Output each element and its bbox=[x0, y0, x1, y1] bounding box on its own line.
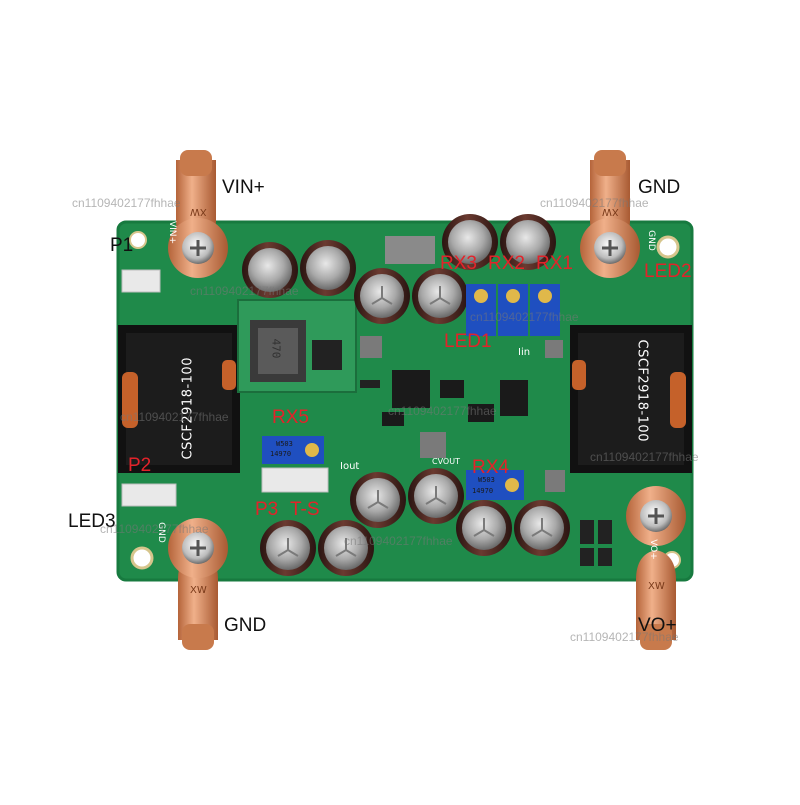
copper-lug-gnd-bottom bbox=[168, 518, 228, 650]
copper-lug-vin bbox=[168, 150, 228, 278]
watermark: cn1109402177fhhae bbox=[570, 630, 679, 644]
pot-marking-rx4: W503 bbox=[478, 476, 495, 484]
lug-marking-vo: XW bbox=[648, 581, 665, 592]
pot-marking-b: 14970 bbox=[270, 450, 292, 458]
label-rx2: RX2 bbox=[488, 253, 525, 274]
watermark: cn1109402177fhhae bbox=[590, 450, 699, 464]
silk-vin: VIN+ bbox=[167, 220, 178, 245]
potentiometers bbox=[262, 284, 560, 500]
copper-lug-vo bbox=[626, 486, 686, 650]
silk-cvout: CVOUT bbox=[432, 457, 460, 466]
label-rx1: RX1 bbox=[536, 253, 573, 274]
label-led3: LED3 bbox=[68, 511, 116, 532]
label-led2: LED2 bbox=[644, 261, 692, 282]
watermark: cn1109402177fhhae bbox=[72, 196, 181, 210]
label-gnd-top: GND bbox=[638, 177, 681, 198]
ic-marking: 470 bbox=[269, 338, 283, 359]
lug-marking-vin: XW bbox=[190, 206, 207, 217]
capacitors bbox=[242, 214, 570, 576]
pot-marking-rx4-b: 14970 bbox=[472, 487, 494, 495]
inductor-left bbox=[118, 325, 240, 473]
watermark: cn1109402177fhhae bbox=[100, 522, 209, 536]
inductor-right-marking: CSCF2918-100 bbox=[634, 339, 650, 442]
silk-vo: VO+ bbox=[647, 539, 658, 560]
label-gnd-bottom: GND bbox=[224, 615, 267, 636]
watermark: cn1109402177fhhae bbox=[120, 410, 229, 424]
silk-iout: Iout bbox=[340, 461, 360, 472]
watermark: cn1109402177fhhae bbox=[344, 534, 453, 548]
lug-marking-gnd-bottom: XW bbox=[190, 585, 207, 596]
pot-marking: W503 bbox=[276, 440, 293, 448]
watermark: cn1109402177fhhae bbox=[470, 310, 579, 324]
label-p1: P1 bbox=[110, 235, 134, 256]
label-led1: LED1 bbox=[444, 331, 492, 352]
label-rx3: RX3 bbox=[440, 253, 477, 274]
label-p3: P3 bbox=[255, 499, 279, 520]
watermark: cn1109402177fhhae bbox=[388, 404, 497, 418]
silk-iin: Iin bbox=[518, 347, 531, 358]
label-vin-plus: VIN+ bbox=[222, 177, 265, 198]
inductor-right bbox=[570, 325, 692, 473]
label-rx4: RX4 bbox=[472, 457, 509, 478]
label-p2: P2 bbox=[128, 455, 152, 476]
watermark: cn1109402177fhhae bbox=[190, 284, 299, 298]
label-vo-plus: VO+ bbox=[638, 615, 677, 636]
label-rx5: RX5 bbox=[272, 407, 309, 428]
watermark: cn1109402177fhhae bbox=[540, 196, 649, 210]
silk-gnd-right: GND bbox=[645, 230, 656, 251]
inductor-left-marking: CSCF2918-100 bbox=[180, 357, 196, 460]
label-t-s: T-S bbox=[290, 499, 320, 520]
copper-lug-gnd-top bbox=[580, 150, 640, 278]
